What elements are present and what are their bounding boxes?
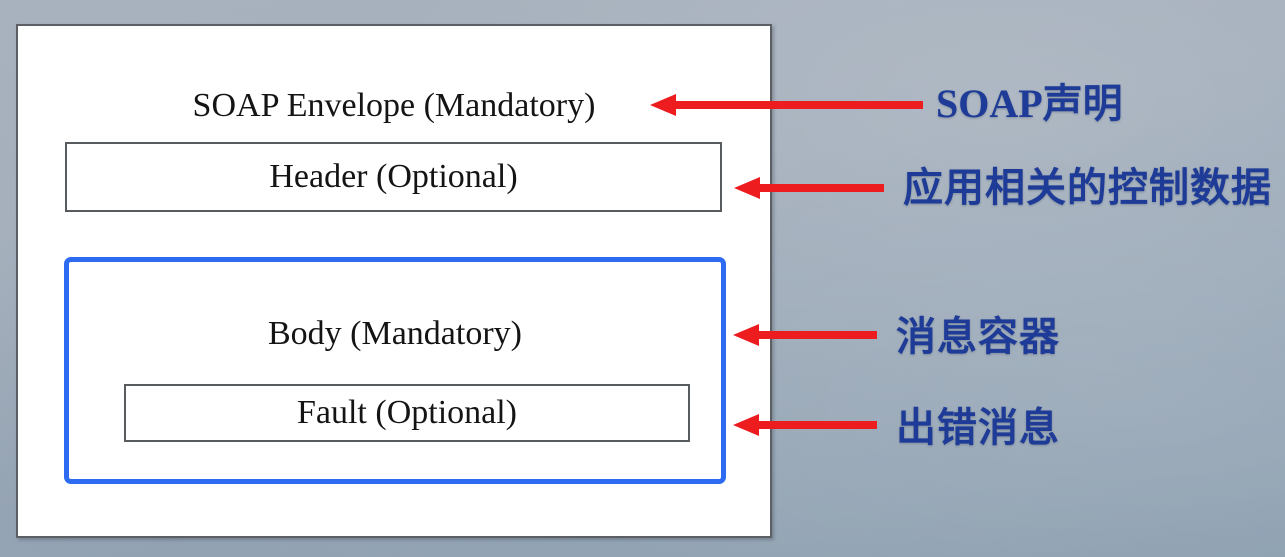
arrowhead-left-icon bbox=[650, 94, 676, 116]
fault-box: Fault (Optional) bbox=[124, 384, 690, 442]
annotation-message-container: 消息容器 bbox=[896, 315, 1060, 359]
body-label: Body (Mandatory) bbox=[267, 315, 522, 352]
arrow-to-body-icon bbox=[733, 324, 877, 346]
arrowhead-left-icon bbox=[734, 177, 760, 199]
soap-envelope-box: SOAP Envelope (Mandatory) Header (Option… bbox=[16, 24, 772, 538]
arrowhead-left-icon bbox=[733, 414, 759, 436]
annotation-error-message: 出错消息 bbox=[896, 406, 1060, 450]
header-box: Header (Optional) bbox=[65, 142, 722, 212]
arrow-shaft bbox=[757, 184, 884, 192]
arrowhead-left-icon bbox=[733, 324, 759, 346]
arrow-shaft bbox=[756, 421, 877, 429]
arrow-to-fault-icon bbox=[733, 414, 877, 436]
arrow-to-header-icon bbox=[734, 177, 884, 199]
annotation-app-control-data: 应用相关的控制数据 bbox=[903, 166, 1272, 210]
arrow-shaft bbox=[673, 101, 923, 109]
header-label: Header (Optional) bbox=[269, 158, 518, 195]
fault-label: Fault (Optional) bbox=[296, 394, 518, 431]
arrow-shaft bbox=[756, 331, 877, 339]
arrow-to-envelope-icon bbox=[650, 94, 923, 116]
annotation-soap-declaration: SOAP声明 bbox=[936, 81, 1123, 126]
body-box: Body (Mandatory) Fault (Optional) bbox=[64, 257, 726, 484]
soap-envelope-label: SOAP Envelope (Mandatory) bbox=[192, 87, 596, 124]
